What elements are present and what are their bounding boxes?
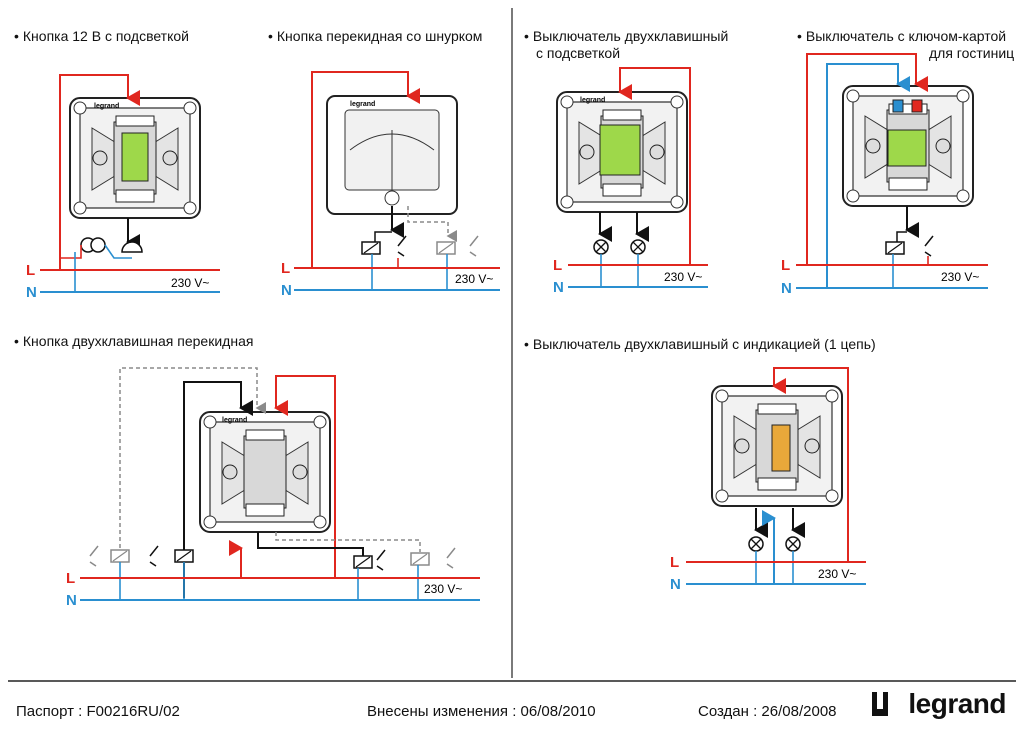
- voltage-label: 230 V~: [455, 272, 493, 286]
- legrand-logo-text: legrand: [908, 688, 1006, 719]
- lamp-icon: [748, 536, 764, 552]
- card-indicator: [887, 129, 927, 167]
- switch-mechanism: [199, 411, 331, 533]
- title-keycard: •Выключатель с ключом-картой: [797, 28, 1007, 44]
- relay-coil-remote-icon: [410, 552, 430, 566]
- relay-coil-remote-icon: [436, 241, 456, 255]
- neutral-terminal: [892, 99, 904, 113]
- title-switch-double-lit-line2: с подсветкой: [536, 45, 621, 61]
- label-n: N: [553, 279, 564, 296]
- relay-coil-icon: [174, 549, 194, 563]
- legrand-logo-icon: [872, 692, 888, 716]
- voltage-label: 230 V~: [424, 582, 462, 596]
- lamp-icon: [630, 239, 646, 255]
- title-button-12v: •Кнопка 12 В с подсветкой: [14, 28, 189, 44]
- relay-coil-icon: [361, 241, 381, 255]
- diagram-button-double: legrand L N 230 V~: [66, 367, 480, 609]
- brand-label-small: legrand: [94, 103, 119, 110]
- lamp-icon: [593, 239, 609, 255]
- label-l: L: [281, 260, 290, 277]
- backlight-indicator: [599, 124, 641, 176]
- label-n: N: [26, 284, 37, 301]
- title-keycard-line2: для гостиниц: [929, 45, 1015, 61]
- live-terminal: [911, 99, 923, 113]
- label-n: N: [66, 592, 77, 609]
- bell-icon: [121, 241, 143, 253]
- relay-coil-icon: [885, 241, 905, 255]
- voltage-label: 230 V~: [941, 270, 979, 284]
- transformer-coil-b: [90, 237, 106, 253]
- diagram-switch-indication: L N 230 V~: [670, 367, 866, 593]
- title-switch-double-lit: •Выключатель двухклавишный: [524, 28, 729, 44]
- diagram-keycard-switch: L N 230 V~: [781, 53, 988, 297]
- change-date: Внесены изменения : 06/08/2010: [367, 703, 596, 720]
- label-n: N: [670, 576, 681, 593]
- created-date: Создан : 26/08/2008: [698, 703, 837, 720]
- brand-label-small: legrand: [350, 101, 375, 108]
- brand-label-small: legrand: [580, 97, 605, 104]
- relay-coil-remote-icon: [110, 549, 130, 563]
- relay-coil-icon: [353, 555, 373, 569]
- title-button-cord: •Кнопка перекидная со шнурком: [268, 28, 483, 44]
- title-switch-indication: •Выключатель двухклавишный с индикацией …: [524, 336, 876, 352]
- backlight-indicator: [121, 132, 149, 182]
- lamp-icon: [785, 536, 801, 552]
- label-l: L: [670, 554, 679, 571]
- diagram-switch-double-lit: legrand L N 230 V~: [553, 67, 708, 296]
- diagram-button-cord: legrand L N 230 V~: [281, 71, 500, 299]
- title-button-double: •Кнопка двухклавишная перекидная: [14, 333, 254, 349]
- brand-label-small: legrand: [222, 417, 247, 424]
- voltage-label: 230 V~: [664, 270, 702, 284]
- passport-number: Паспорт : F00216RU/02: [16, 703, 180, 720]
- voltage-label: 230 V~: [818, 567, 856, 581]
- label-n: N: [781, 280, 792, 297]
- label-n: N: [281, 282, 292, 299]
- label-l: L: [553, 257, 562, 274]
- voltage-label: 230 V~: [171, 276, 209, 290]
- diagram-button-12v: legrand L N 230 V~: [26, 74, 220, 301]
- label-l: L: [781, 257, 790, 274]
- cord-pull-icon: [384, 190, 400, 206]
- label-l: L: [26, 262, 35, 279]
- indication-lamp: [771, 424, 791, 472]
- label-l: L: [66, 570, 75, 587]
